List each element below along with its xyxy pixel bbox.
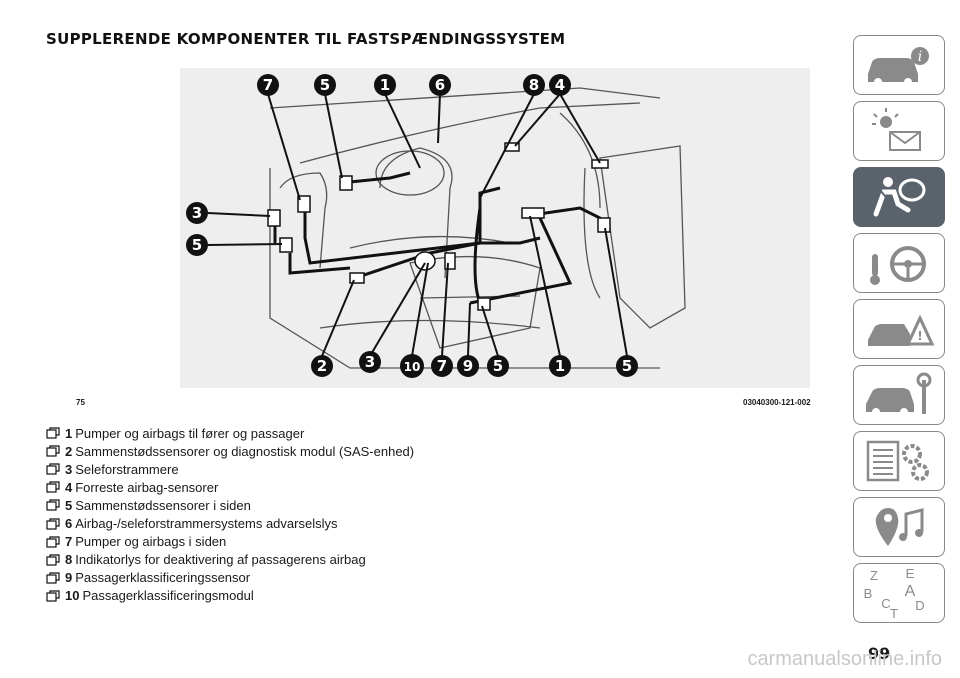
legend-number: 2 bbox=[65, 443, 73, 459]
checkbox-bullet-icon bbox=[46, 554, 62, 566]
callout-2-bottom: 2 bbox=[317, 357, 327, 375]
legend-number: 5 bbox=[65, 497, 73, 513]
svg-text:B: B bbox=[864, 586, 873, 601]
callout-10-bottom: 10 bbox=[404, 360, 421, 374]
legend-text: Seleforstrammere bbox=[75, 461, 179, 477]
tab-technical-data[interactable] bbox=[853, 431, 945, 491]
legend-number: 7 bbox=[65, 534, 73, 550]
legend-text: Passagerklassificeringssensor bbox=[75, 570, 251, 586]
watermark: carmanualsonline.info bbox=[747, 648, 942, 670]
checkbox-bullet-icon bbox=[46, 445, 62, 457]
checkbox-bullet-icon bbox=[46, 536, 62, 548]
callout-5-top: 5 bbox=[320, 76, 330, 94]
callout-3-bottom: 3 bbox=[365, 353, 375, 371]
checkbox-bullet-icon bbox=[46, 427, 62, 439]
warning-lights-icon bbox=[872, 108, 921, 151]
legend-text: Pumper og airbags til fører og passager bbox=[75, 425, 305, 441]
checkbox-bullet-icon bbox=[46, 572, 62, 584]
callout-5-bottom-right: 5 bbox=[622, 357, 632, 375]
callout-7-bottom: 7 bbox=[437, 357, 447, 375]
legend-text: Sammenstødssensorer i siden bbox=[75, 497, 251, 513]
safety-airbag-icon bbox=[873, 177, 926, 217]
checkbox-bullet-icon bbox=[46, 499, 62, 512]
legend-number: 10 bbox=[65, 588, 80, 604]
legend-text: Passagerklassificeringsmodul bbox=[82, 588, 254, 604]
svg-text:Z: Z bbox=[870, 568, 878, 583]
callout-3-left: 3 bbox=[192, 204, 202, 222]
figure-code: 03040300-121-002 bbox=[743, 398, 811, 407]
index-icon: Z E B A C T D bbox=[864, 566, 925, 621]
legend-text: Sammenstødssensorer og diagnostisk modul… bbox=[75, 443, 415, 459]
tab-index[interactable]: Z E B A C T D bbox=[853, 563, 945, 623]
legend-text: Indikatorlys for deaktivering af passage… bbox=[75, 552, 366, 568]
legend-number: 4 bbox=[65, 479, 73, 495]
checkbox-bullet-icon bbox=[46, 463, 62, 475]
svg-text:D: D bbox=[915, 598, 924, 613]
page-number: 99 bbox=[868, 644, 891, 663]
tab-maintenance[interactable] bbox=[853, 365, 945, 425]
callout-5-bottom: 5 bbox=[493, 357, 503, 375]
svg-text:!: ! bbox=[917, 329, 922, 343]
page-title: SUPPLERENDE KOMPONENTER TIL FASTSPÆNDING… bbox=[46, 30, 566, 48]
legend-number: 3 bbox=[65, 461, 73, 477]
callout-1-bottom: 1 bbox=[555, 357, 565, 375]
airbag-diagram: 7 5 1 6 8 4 3 5 2 3 10 7 9 5 1 5 bbox=[180, 68, 810, 388]
checkbox-bullet-icon bbox=[46, 517, 62, 530]
callout-7-top: 7 bbox=[263, 76, 273, 94]
callout-8-top: 8 bbox=[529, 76, 539, 94]
tab-multimedia[interactable] bbox=[853, 497, 945, 557]
legend-number: 1 bbox=[65, 425, 73, 441]
callout-6-top: 6 bbox=[435, 76, 445, 94]
multimedia-icon bbox=[875, 508, 924, 546]
svg-text:C: C bbox=[881, 596, 890, 611]
callout-5-left: 5 bbox=[192, 236, 202, 254]
emergency-icon: ! bbox=[868, 314, 935, 346]
callout-4-top: 4 bbox=[555, 76, 565, 94]
callout-9-bottom: 9 bbox=[463, 357, 473, 375]
car-interior-illustration: 7 5 1 6 8 4 3 5 2 3 10 7 9 5 1 5 bbox=[186, 74, 686, 378]
car-info-icon: i bbox=[868, 47, 929, 86]
legend-number: 6 bbox=[65, 516, 73, 532]
legend-text: Pumper og airbags i siden bbox=[75, 534, 227, 550]
maintenance-icon bbox=[866, 372, 932, 416]
tab-car-info[interactable]: i bbox=[853, 35, 945, 95]
svg-text:E: E bbox=[906, 566, 915, 581]
technical-data-icon bbox=[866, 440, 929, 482]
tab-start-driving[interactable] bbox=[853, 233, 945, 293]
steering-key-icon bbox=[870, 246, 926, 285]
figure-number: 75 bbox=[76, 398, 85, 407]
legend-number: 8 bbox=[65, 552, 73, 568]
svg-text:i: i bbox=[918, 49, 922, 65]
tab-emergency[interactable]: ! bbox=[853, 299, 945, 359]
callout-1-top: 1 bbox=[380, 76, 390, 94]
legend-text: Forreste airbag-sensorer bbox=[75, 479, 219, 495]
svg-text:T: T bbox=[890, 606, 898, 621]
tab-safety[interactable] bbox=[853, 167, 945, 227]
checkbox-bullet-icon bbox=[46, 590, 62, 602]
tab-warning-lights[interactable] bbox=[853, 101, 945, 161]
svg-text:A: A bbox=[905, 583, 916, 600]
checkbox-bullet-icon bbox=[46, 481, 62, 493]
legend-text: Airbag-/seleforstrammersystems advarsels… bbox=[75, 516, 338, 532]
legend-number: 9 bbox=[65, 570, 73, 586]
